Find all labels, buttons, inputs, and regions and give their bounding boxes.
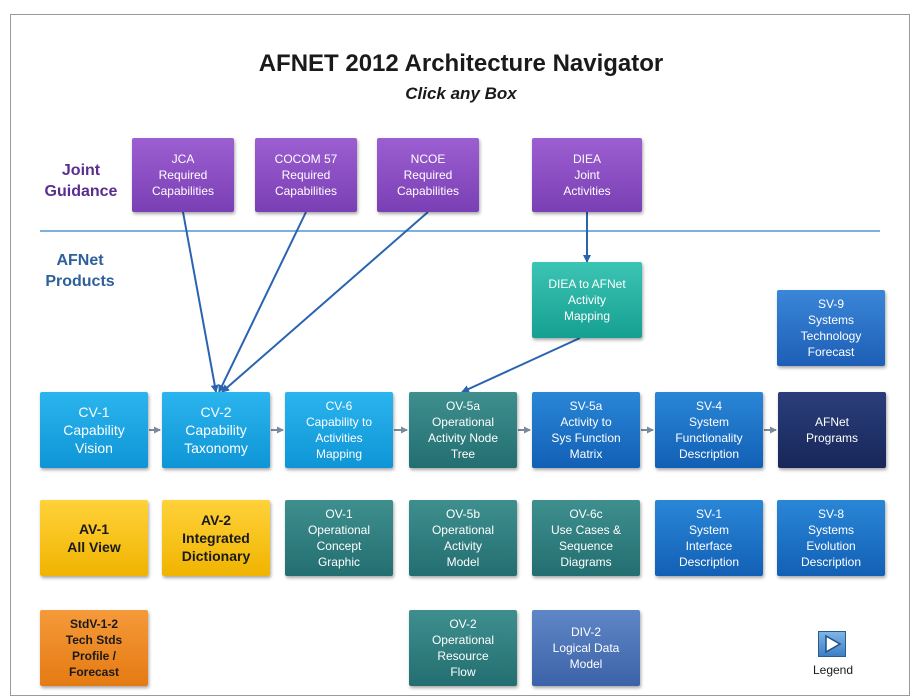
box-sv1-system-interface-description[interactable]: SV-1 System Interface Description [655, 500, 763, 576]
legend-button[interactable] [818, 631, 846, 657]
box-ov6c-use-cases-sequence-diagrams[interactable]: OV-6c Use Cases & Sequence Diagrams [532, 500, 640, 576]
play-icon [825, 634, 842, 654]
box-jca-required-capabilities[interactable]: JCA Required Capabilities [132, 138, 234, 212]
box-cocom57-required-capabilities[interactable]: COCOM 57 Required Capabilities [255, 138, 357, 212]
box-div2-logical-data-model[interactable]: DIV-2 Logical Data Model [532, 610, 640, 686]
box-sv8-systems-evolution-description[interactable]: SV-8 Systems Evolution Description [777, 500, 885, 576]
section-divider [40, 230, 880, 232]
box-cv1-capability-vision[interactable]: CV-1 Capability Vision [40, 392, 148, 468]
box-av2-integrated-dictionary[interactable]: AV-2 Integrated Dictionary [162, 500, 270, 576]
page-subtitle: Click any Box [405, 84, 517, 103]
box-sv9-systems-technology-forecast[interactable]: SV-9 Systems Technology Forecast [777, 290, 885, 366]
section-label-afnet-products: AFNet Products [45, 252, 115, 290]
box-stdv-1-2-tech-stds-profile-forecast[interactable]: StdV-1-2 Tech Stds Profile / Forecast [40, 610, 148, 686]
page-title: AFNET 2012 Architecture Navigator [258, 50, 664, 77]
box-ov1-operational-concept-graphic[interactable]: OV-1 Operational Concept Graphic [285, 500, 393, 576]
legend-label: Legend [812, 663, 854, 677]
box-cv6-capability-to-activities-mapping[interactable]: CV-6 Capability to Activities Mapping [285, 392, 393, 468]
section-label-joint-guidance: Joint Guidance [44, 162, 118, 200]
box-av1-all-view[interactable]: AV-1 All View [40, 500, 148, 576]
box-cv2-capability-taxonomy[interactable]: CV-2 Capability Taxonomy [162, 392, 270, 468]
box-ov5b-operational-activity-model[interactable]: OV-5b Operational Activity Model [409, 500, 517, 576]
box-sv4-system-functionality-description[interactable]: SV-4 System Functionality Description [655, 392, 763, 468]
box-ov2-operational-resource-flow[interactable]: OV-2 Operational Resource Flow [409, 610, 517, 686]
navigator-frame [10, 14, 910, 696]
box-diea-joint-activities[interactable]: DIEA Joint Activities [532, 138, 642, 212]
box-sv5a-activity-to-sys-function-matrix[interactable]: SV-5a Activity to Sys Function Matrix [532, 392, 640, 468]
box-diea-to-afnet-activity-mapping[interactable]: DIEA to AFNet Activity Mapping [532, 262, 642, 338]
box-ncoe-required-capabilities[interactable]: NCOE Required Capabilities [377, 138, 479, 212]
box-ov5a-operational-activity-node-tree[interactable]: OV-5a Operational Activity Node Tree [409, 392, 517, 468]
box-afnet-programs[interactable]: AFNet Programs [778, 392, 886, 468]
